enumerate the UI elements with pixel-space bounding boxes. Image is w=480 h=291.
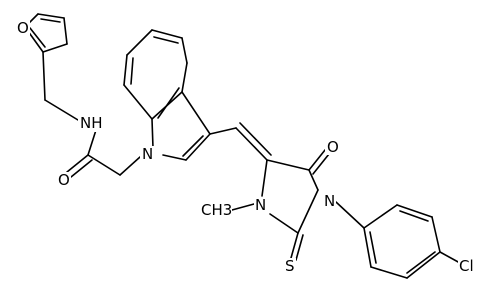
atom-o-amide: O xyxy=(58,171,70,189)
atom-s-thione: S xyxy=(285,257,295,275)
atom-n-aryl: N xyxy=(324,192,335,210)
chlorophenyl-ring xyxy=(335,201,461,279)
amide-linker xyxy=(42,51,141,178)
atom-methyl: CH3 xyxy=(201,201,232,219)
atom-o-furan: O xyxy=(17,19,29,37)
atom-n-indole: N xyxy=(142,145,153,163)
furan-ring xyxy=(24,13,68,53)
indole-ring xyxy=(123,29,211,161)
atom-n-methyl: N xyxy=(255,196,266,214)
atom-labels: O NH O N O N CH3 N S Cl xyxy=(16,19,478,275)
methylidene-bridge xyxy=(209,122,272,161)
atom-cl: Cl xyxy=(459,257,474,275)
atom-nh: NH xyxy=(80,114,103,132)
atom-o-keto: O xyxy=(327,138,339,156)
imidazolidine-ring xyxy=(231,149,330,261)
